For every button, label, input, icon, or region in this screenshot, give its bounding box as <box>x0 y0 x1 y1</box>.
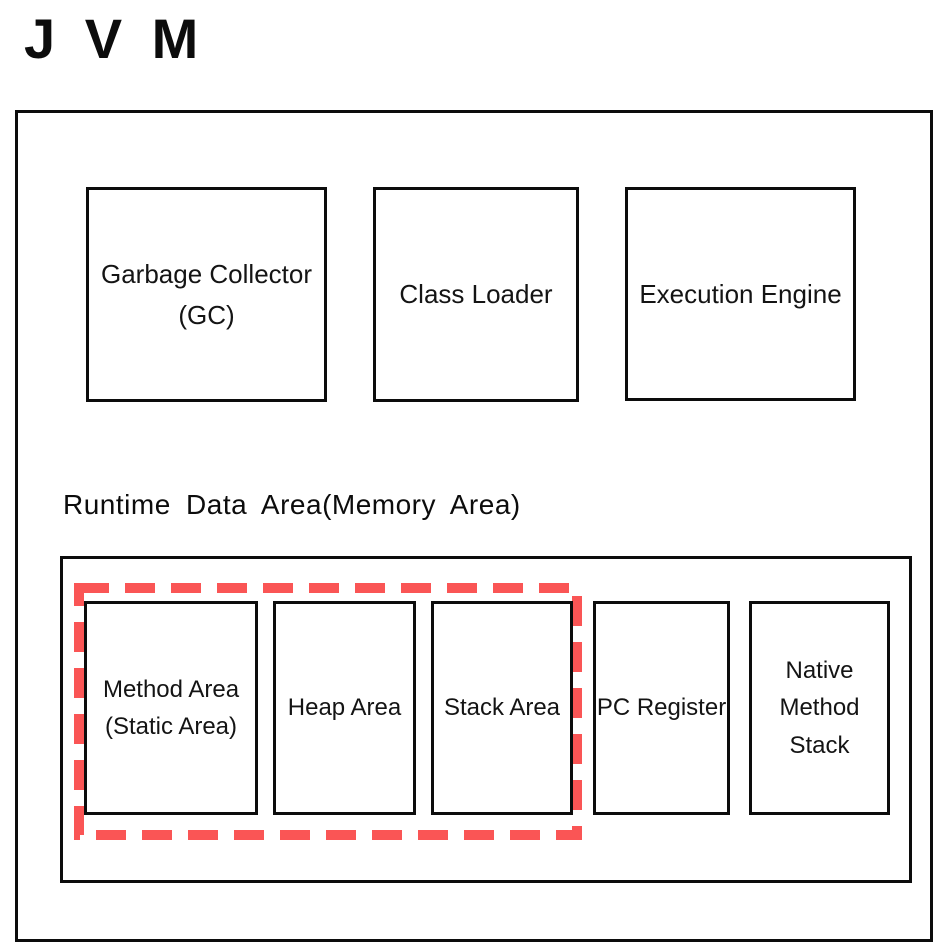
method-area-label-line2: (Static Area) <box>104 713 238 740</box>
native-method-stack-label-line3: Stack <box>789 731 850 759</box>
diagram-title: J V M <box>24 7 206 70</box>
execution-engine-box: Execution Engine <box>625 187 856 401</box>
native-method-stack-box: Native Method Stack <box>749 601 890 815</box>
highlight-dashed-rect <box>74 583 582 840</box>
runtime-data-area-box: Method Area (Static Area) Heap Area Stac… <box>60 556 912 883</box>
garbage-collector-box: Garbage Collector (GC) <box>86 187 327 402</box>
garbage-collector-label-line1: Garbage Collector <box>101 259 312 290</box>
native-method-stack-label-line1: Native <box>785 657 854 685</box>
method-area-label-line1: Method Area <box>102 675 240 703</box>
heap-area-label: Heap Area <box>287 694 402 722</box>
class-loader-box: Class Loader <box>373 187 579 402</box>
native-method-stack-label-line2: Method <box>779 694 860 722</box>
jvm-container-box: Garbage Collector (GC) Class Loader Exec… <box>15 110 933 942</box>
method-area-box: Method Area (Static Area) <box>84 601 258 815</box>
runtime-data-area-label: Runtime Data Area(Memory Area) <box>63 489 521 520</box>
execution-engine-label: Execution Engine <box>639 278 842 309</box>
stack-area-label: Stack Area <box>443 694 561 722</box>
highlight-dashed-stroke <box>74 583 582 840</box>
heap-area-box: Heap Area <box>273 601 416 815</box>
pc-register-label: PC Register <box>596 694 727 722</box>
pc-register-box: PC Register <box>593 601 730 815</box>
garbage-collector-label-line2: (GC) <box>178 299 235 330</box>
stack-area-box: Stack Area <box>431 601 573 815</box>
class-loader-label: Class Loader <box>399 279 553 310</box>
